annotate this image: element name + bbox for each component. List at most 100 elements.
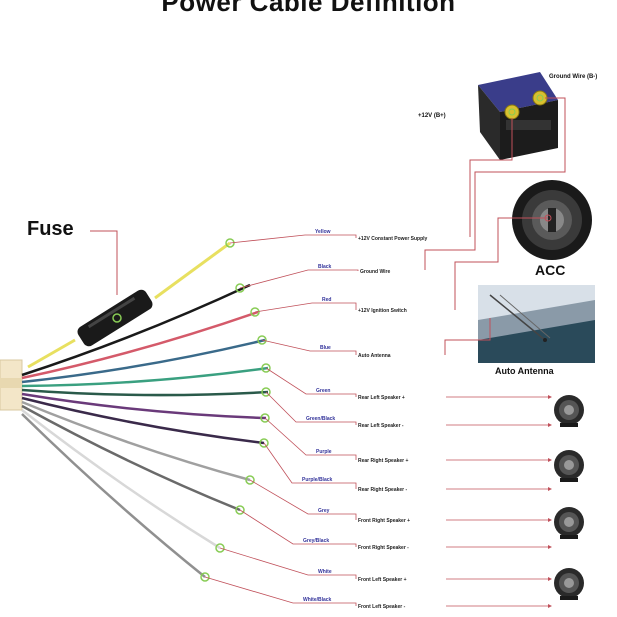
wire-leader-line [264,417,357,460]
wire-marker [261,363,271,373]
wire-function-label: Rear Right Speaker + [358,458,409,464]
acc-label: ACC [535,262,566,278]
wire-marker [257,335,267,345]
wire-name-label: Purple/Black [302,477,333,483]
wire-leader-line [261,339,357,355]
speaker-group [554,395,584,600]
speaker-arrow-head [548,458,552,462]
battery [478,72,558,160]
wire-function-label: Front Right Speaker - [358,545,409,551]
wire-yellow: Yellow +12V Constant Power Supply [225,229,428,248]
acc-ignition [512,180,592,260]
wire-function-label: Rear Right Speaker - [358,487,408,493]
auto-antenna-image [478,285,595,363]
wire-line [21,413,206,578]
wire-name-label: Purple [316,449,332,455]
wire-function-label: +12V Ignition Switch [358,308,407,314]
wire-marker [261,387,271,397]
speaker-arrow-head [548,518,552,522]
ground-line [424,97,566,270]
wire-red: Red +12V Ignition Switch [21,297,407,380]
wire-name-label: Yellow [315,229,331,235]
wire-leader-line [229,234,357,244]
wire-leader-line [265,391,357,425]
wire-function-label: Rear Left Speaker + [358,395,405,401]
wire-function-label: Front Right Speaker + [358,518,410,524]
diagram-title: Power Cable Definition [161,0,456,17]
fuse-holder [27,241,231,369]
wire-name-label: Green [316,388,330,394]
wire-line [21,310,259,380]
speaker-arrow-head [548,604,552,608]
wire-function-label: Ground Wire [360,269,390,275]
speaker-icon [554,450,584,482]
wire-leader-line [204,576,357,606]
battery-plus-line [469,118,513,237]
wire-name-label: Red [322,297,331,303]
ground-wire-label: Ground Wire (B-) [549,74,598,80]
plus12v-label: +12V (B+) [418,113,446,119]
wire-function-label: +12V Constant Power Supply [358,236,428,242]
wire-marker [245,475,255,485]
wire-marker [259,438,269,448]
fuse-leader-line [90,230,118,295]
wire-leader-line [249,479,357,520]
wire-leader-line [239,269,359,289]
speaker-icon [554,395,584,427]
wire-marker [235,283,245,293]
wire-line [21,400,251,482]
wire-marker [260,413,270,423]
speaker-arrow-head [548,423,552,427]
wire-leader-line [239,509,357,547]
wire-line [21,392,267,420]
auto-antenna-label: Auto Antenna [495,366,554,376]
wire-leader-line [265,367,357,397]
wire-leader-line [219,547,357,579]
wire-line [21,283,251,377]
wire-line [21,396,265,445]
wire-function-label: Auto Antenna [358,353,391,359]
fuse-label: Fuse [27,218,74,240]
wire-name-label: Green/Black [306,416,335,422]
wire-marker [250,307,260,317]
wire-line [21,404,241,512]
wire-name-label: White [318,569,332,575]
wire-function-label: Front Left Speaker - [358,604,406,610]
wire-marker [225,238,235,248]
wire-group: Yellow +12V Constant Power SupplyBlackGro… [21,229,552,610]
speaker-arrow-head [548,545,552,549]
connector-block [0,359,23,411]
wire-marker [200,572,210,582]
wire-marker [235,505,245,515]
speaker-icon [554,507,584,539]
speaker-arrow-head [548,487,552,491]
speaker-arrow-head [548,395,552,399]
wire-leader-line [254,302,357,313]
wire-line [21,338,266,384]
wire-function-label: Rear Left Speaker - [358,423,404,429]
speaker-arrow-head [548,577,552,581]
wire-marker [215,543,225,553]
speaker-icon [554,568,584,600]
antenna-line [444,318,491,355]
wire-name-label: Grey/Black [303,538,329,544]
wire-line [21,388,269,397]
wire-name-label: Blue [320,345,331,351]
wire-line [21,409,221,550]
wire-leader-line [263,442,357,489]
acc-line [454,217,548,310]
wire-name-label: Black [318,264,332,270]
wire-name-label: White/Black [303,597,332,603]
